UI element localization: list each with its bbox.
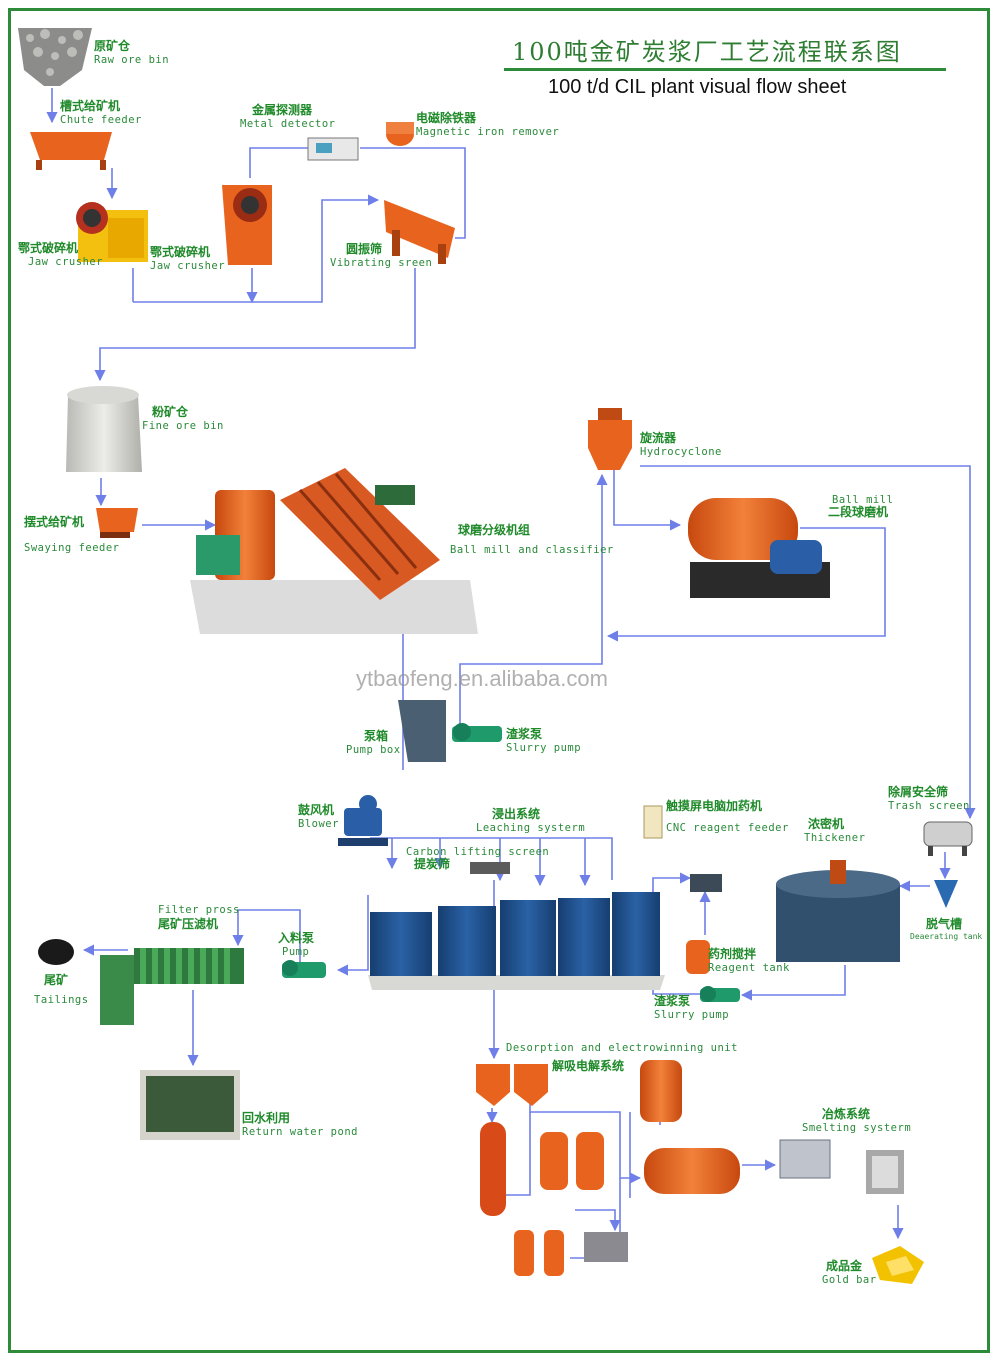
label-fine-ore-bin: 粉矿仓 Fine ore bin — [142, 405, 224, 432]
line-cyclone-to-mill — [613, 468, 682, 531]
label-thickener: 浓密机 Thickener — [804, 817, 866, 844]
line-air-header — [370, 837, 613, 880]
title-chinese: 100吨金矿炭浆厂工艺流程联系图 — [512, 38, 902, 66]
ball-mill-classifier-icon — [190, 468, 478, 634]
label-raw-ore-bin: 原矿仓 Raw ore bin — [94, 39, 170, 66]
label-ball-mill-2: Ball mill 二段球磨机 — [828, 494, 894, 520]
label-filter-press: Filter pross 尾矿压滤机 — [158, 904, 240, 932]
line-bottom-bus — [133, 194, 380, 303]
leaching-tanks-icon — [368, 862, 665, 990]
jaw-crusher-1-icon — [76, 202, 148, 262]
slurry-pump-1-icon — [452, 723, 502, 742]
label-trash-screen: 除屑安全筛 Trash screen — [888, 785, 970, 812]
line-desorp-g — [575, 1209, 621, 1232]
gold-bar-icon — [872, 1246, 924, 1284]
label-cnc-reagent-feeder: 触摸屏电脑加药机 CNC reagent feeder — [666, 799, 789, 834]
label-reagent-tank: 药剂搅拌 Reagent tank — [708, 947, 790, 974]
line-leach-to-pump — [336, 895, 369, 976]
label-magnetic-iron-remover: 电磁除铁器 Magnetic iron remover — [416, 111, 560, 138]
return-water-pond-icon — [140, 1070, 240, 1140]
line-pump-to-cyclone — [459, 473, 608, 740]
line-screen-out — [94, 268, 416, 382]
label-jaw-crusher-2: 鄂式破碎机 Jaw crusher — [150, 245, 226, 272]
label-chute-feeder: 槽式给矿机 Chute feeder — [60, 99, 142, 126]
label-slurry-pump-1: 渣浆泵 Slurry pump — [506, 727, 582, 754]
jaw-crusher-2-icon — [222, 185, 272, 265]
swaying-feeder-icon — [96, 508, 138, 538]
hydrocyclone-icon — [588, 408, 632, 470]
label-swaying-feeder: 摆式给矿机 Swaying feeder — [24, 515, 120, 554]
label-metal-detector: 金属探测器 Metal detector — [240, 103, 336, 130]
filter-press-icon — [100, 948, 244, 1025]
label-return-water-pond: 回水利用 Return water pond — [242, 1111, 358, 1138]
line-remover-loop — [360, 147, 466, 239]
blower-icon — [338, 795, 388, 846]
line-desorp-b — [529, 1100, 642, 1184]
label-desorption-unit: Desorption and electrowinning unit 解吸电解系… — [506, 1042, 738, 1074]
cnc-reagent-feeder-icon — [643, 805, 663, 839]
label-leaching-system: 浸出系统 Leaching systerm — [476, 807, 586, 834]
label-tailings: 尾矿 Tailings — [34, 973, 89, 1006]
smelting-system-icon — [779, 1139, 904, 1194]
chute-feeder-icon — [30, 132, 112, 170]
line-pump-to-filter — [232, 909, 301, 965]
title-rule — [504, 68, 946, 71]
desorption-unit-icon — [476, 1060, 740, 1276]
reagent-tank-icon — [686, 874, 722, 974]
label-pump-box: 泵箱 Pump box — [346, 729, 401, 756]
diagram-frame — [8, 8, 990, 1353]
label-vibrating-screen: 圆振筛 Vibrating sreen — [330, 242, 433, 269]
pump-box-icon — [398, 700, 446, 762]
line-desorp-c — [505, 1112, 531, 1196]
line-thickener-to-pump — [740, 965, 846, 1001]
slurry-pump-2-icon — [700, 986, 740, 1002]
trash-screen-icon — [923, 821, 973, 856]
label-deaerating-tank: 脱气槽 Deaerating tank — [910, 917, 983, 941]
watermark: ytbaofeng.en.alibaba.com — [356, 666, 608, 691]
label-slurry-pump-2: 渣浆泵 Slurry pump — [654, 994, 730, 1021]
line-detector-loop — [249, 147, 312, 178]
label-smelting-system: 冶炼系统 Smelting systerm — [802, 1107, 912, 1134]
metal-detector-icon — [307, 137, 359, 161]
vibrating-screen-icon — [384, 200, 455, 264]
line-cyclone-overflow — [640, 465, 976, 820]
label-jaw-crusher-1: 鄂式破碎机 Jaw crusher — [18, 241, 104, 268]
tailings-icon — [38, 939, 74, 965]
thickener-icon — [776, 860, 900, 962]
magnetic-iron-remover-icon — [386, 122, 414, 146]
title-english: 100 t/d CIL plant visual flow sheet — [548, 76, 847, 98]
ball-mill-2-icon — [688, 498, 830, 598]
label-carbon-lifting-screen: Carbon lifting screen 提炭筛 — [406, 846, 550, 872]
raw-ore-bin-icon — [18, 28, 92, 86]
label-blower: 鼓风机 Blower — [298, 803, 339, 830]
label-hydrocyclone: 旋流器 Hydrocyclone — [640, 431, 722, 458]
label-gold-bar: 成品金 Gold bar — [822, 1259, 877, 1286]
line-mill-return — [606, 527, 886, 642]
fine-ore-bin-icon — [66, 386, 142, 472]
feed-pump-icon — [282, 960, 326, 978]
label-feed-pump: 入料泵 Pump — [278, 931, 315, 958]
label-ball-mill-classifier: 球磨分级机组 Ball mill and classifier — [450, 523, 614, 556]
deaerating-tank-icon — [934, 880, 958, 908]
